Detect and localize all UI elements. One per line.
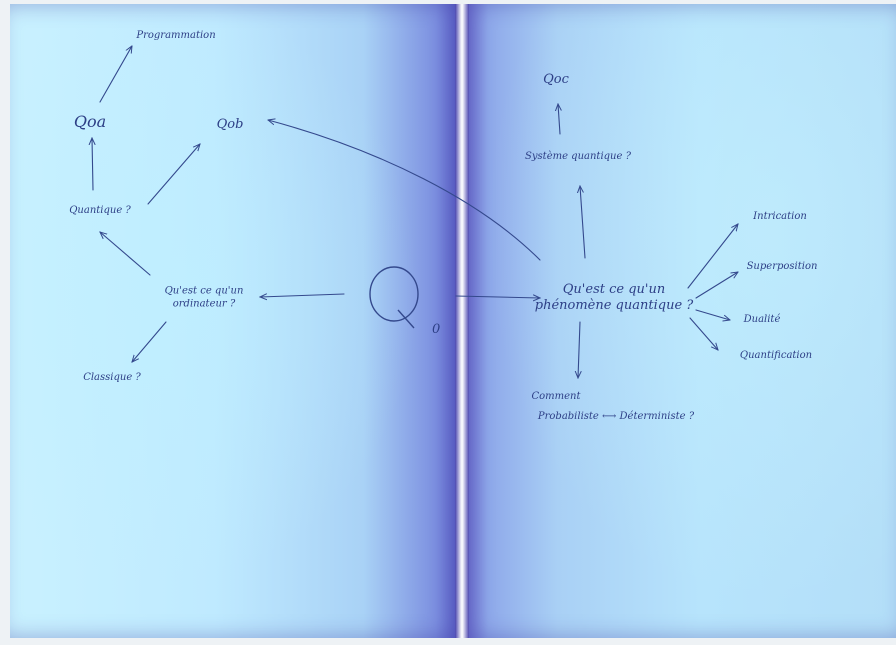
- node-programmation: Programmation: [136, 29, 216, 41]
- node-qob: Qob: [216, 116, 244, 132]
- arrow-phenomene-to-qob: [268, 120, 541, 261]
- node-qoa: Qoa: [73, 112, 107, 131]
- q0-letter: Q: [364, 348, 365, 349]
- arrow-ordinateur-to-classique: [132, 321, 167, 362]
- right-page: [462, 4, 896, 638]
- node-qoc: Qoc: [543, 71, 569, 87]
- node-quantique: Quantique ?: [69, 204, 131, 216]
- node-qu-est-ce-qu-un-phenomene-quantique: Qu'est ce qu'un phénomène quantique ?: [535, 282, 694, 315]
- arrow-phenomene-to-comment: [578, 321, 580, 378]
- node-qu-est-ce-qu-un-ordinateur: Qu'est ce qu'un ordinateur ?: [165, 286, 244, 311]
- node-systeme-quantique: Système quantique ?: [525, 150, 631, 162]
- arrow-q0-to-phenomene: [455, 296, 540, 298]
- node-q0-subscript: 0: [432, 322, 441, 337]
- node-quantification: Quantification: [739, 349, 813, 361]
- node-probabiliste-deterministe: Probabiliste ⟷ Déterministe ?: [537, 410, 695, 422]
- arrow-quantique-to-qoa: [92, 138, 93, 191]
- node-classique: Classique ?: [83, 371, 141, 383]
- node-phenomene-line2: phénomène quantique ?: [534, 298, 694, 313]
- arrow-ordinateur-to-quantique: [100, 232, 151, 276]
- arrow-phenomene-to-systeme: [580, 186, 586, 259]
- notebook-gutter: [455, 4, 469, 638]
- node-dualite: Dualité: [743, 313, 781, 325]
- arrow-systeme-to-qoc: [558, 104, 560, 135]
- arrow-phenomene-to-quantification: [689, 317, 718, 350]
- arrow-qoa-to-programmation: [99, 46, 132, 103]
- node-intrication: Intrication: [753, 210, 807, 222]
- arrow-phenomene-to-dualite: [695, 309, 730, 320]
- node-phenomene-line1: Qu'est ce qu'un: [562, 281, 666, 297]
- arrow-phenomene-to-superposition: [695, 272, 738, 299]
- arrow-phenomene-to-intrication: [687, 224, 738, 289]
- node-q0-symbol: Q: [364, 266, 428, 330]
- arrow-q0-to-ordinateur: [260, 294, 345, 297]
- node-comment: Comment: [531, 390, 581, 402]
- node-ordinateur-line2: ordinateur ?: [172, 298, 236, 309]
- q0-glyph: [369, 266, 419, 329]
- left-page: [10, 4, 463, 638]
- arrow-quantique-to-qob: [147, 144, 200, 205]
- node-ordinateur-line1: Qu'est ce qu'un: [164, 285, 244, 297]
- node-superposition: Superposition: [746, 260, 818, 272]
